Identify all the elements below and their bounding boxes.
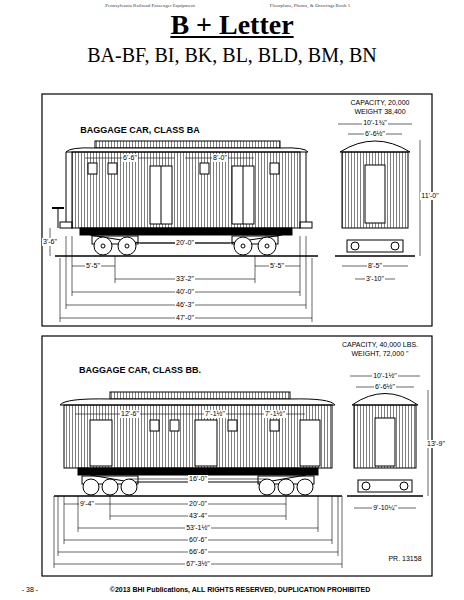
dimension: 8'-5" [367,262,383,270]
dimension: 53'-1½" [185,524,211,532]
drawing-title: BAGGAGE CAR, CLASS BB. [78,366,202,376]
dimension: 20'-0" [188,500,208,508]
drawing-title: BAGGAGE CAR, CLASS BA [79,126,201,136]
dimension: 46'-3" [175,301,195,309]
baggage-car-bb-side [54,392,342,496]
baggage-car-bb-end [347,376,428,508]
page-number: - 38 - [21,586,39,594]
running-header: Floorplans, Photos, & Drawings Book 1 [269,3,351,9]
dimension: 20'-0" [175,239,195,247]
dimension: 33'-2" [175,275,195,283]
baggage-car-ba-side [52,141,318,256]
dimension: 12'-6" [120,410,140,418]
dimension: 10'-1½" [372,372,398,380]
dimension: 6'-6" [122,154,138,162]
baggage-car-ba-end [335,124,420,279]
dimension-lines [54,414,342,568]
dimension: 11'-0" [420,192,439,200]
dimension: 7'-1½" [204,410,226,418]
dimension: 13'-9" [426,440,446,448]
capacity-note: CAPACITY, 40,000 LBS. [341,341,419,349]
dimension: 3'-10" [365,275,385,283]
capacity-note: CAPACITY, 20,000 [350,99,411,107]
dimension: 67'-3½" [185,560,211,568]
dimension: 7'-1½" [264,410,286,418]
dimension: 47'-0" [175,314,195,322]
running-header: Pennsylvania Railroad Passenger Equipmen… [104,3,196,9]
dimension: 8'-0" [212,154,228,162]
dimension: 40'-0" [175,288,195,296]
drawing-number: PR. 13158 [387,555,422,563]
dimension: 3'-6" [42,238,58,246]
page-title: B + Letter [170,10,293,41]
copyright-notice: ©2013 BHI Publications, ALL RIGHTS RESER… [109,586,371,594]
dimension: 5'-5" [269,262,285,270]
dimension: 6'-6½" [374,383,396,391]
dimension-lines [50,158,312,322]
weight-note: WEIGHT 38,400 [353,108,406,116]
dimension: 60'-6" [188,536,208,544]
dimension: 16'-0" [188,475,208,483]
dimension: 9'-10¼" [372,504,398,512]
dimension: 43'-4" [188,512,208,520]
dimension: 6'-6½" [364,130,386,138]
dimension: 5'-5" [85,262,101,270]
weight-note: WEIGHT, 72,000 " [351,350,410,358]
dimension: 66'-6" [188,548,208,556]
dimension: 10'-1¾" [362,119,388,127]
dimension: 9'-4" [79,500,95,508]
class-subtitle: BA-BF, BI, BK, BL, BLD, BM, BN [86,44,378,66]
